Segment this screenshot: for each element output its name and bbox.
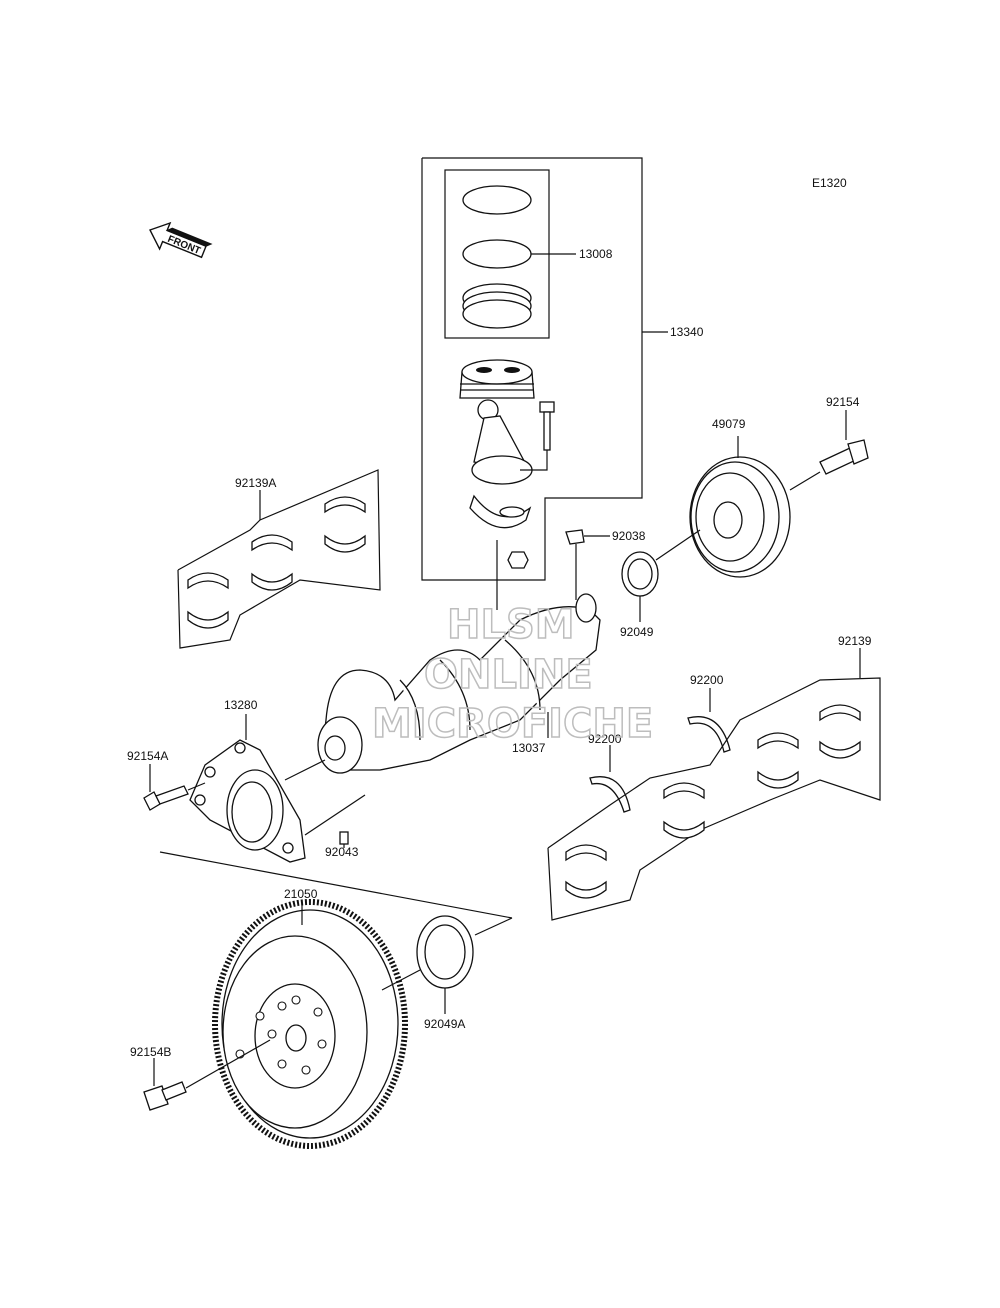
seal-housing bbox=[189, 739, 306, 863]
watermark: HLSM ONLINE MICROFICHE bbox=[371, 601, 654, 748]
callout-13037: 13037 bbox=[512, 741, 546, 755]
thrust-washer-lower bbox=[589, 776, 631, 813]
rod-bolt bbox=[520, 401, 555, 471]
callout-92038: 92038 bbox=[612, 529, 646, 543]
piston-rings bbox=[462, 185, 532, 329]
woodruff-key bbox=[565, 529, 585, 545]
rod-nut bbox=[507, 551, 529, 569]
piston-assembly-group: 13008 13340 bbox=[421, 157, 704, 610]
callout-92154: 92154 bbox=[826, 395, 860, 409]
callout-92049: 92049 bbox=[620, 625, 654, 639]
crankshaft bbox=[317, 593, 601, 774]
housing-bolt bbox=[143, 785, 189, 811]
thrust-washer-upper bbox=[687, 716, 731, 753]
diagram-code: E1320 bbox=[812, 176, 847, 190]
callout-13008: 13008 bbox=[579, 247, 613, 261]
callout-92154A: 92154A bbox=[127, 749, 168, 763]
watermark-line-1: HLSM bbox=[447, 602, 575, 648]
callout-13280: 13280 bbox=[224, 698, 258, 712]
callout-92200-lower: 92200 bbox=[588, 732, 622, 746]
watermark-line-3: MICROFICHE bbox=[372, 701, 653, 747]
callout-92139A: 92139A bbox=[235, 476, 276, 490]
pulley-bolt bbox=[819, 439, 869, 475]
callout-13340: 13340 bbox=[670, 325, 704, 339]
flywheel bbox=[212, 899, 408, 1149]
flywheel-bolt bbox=[143, 1081, 187, 1111]
callout-92154B: 92154B bbox=[130, 1045, 171, 1059]
piston bbox=[459, 359, 535, 399]
callout-49079: 49079 bbox=[712, 417, 746, 431]
callout-92049A: 92049A bbox=[424, 1017, 465, 1031]
callout-92043: 92043 bbox=[325, 845, 359, 859]
crank-pulley bbox=[689, 456, 791, 578]
connecting-rod bbox=[469, 399, 533, 529]
bearing-set-92139A: 92139A bbox=[177, 469, 381, 649]
oil-seal-92049 bbox=[621, 551, 659, 597]
callout-92200-upper: 92200 bbox=[690, 673, 724, 687]
bearing-set-92139: 92139 bbox=[547, 634, 881, 921]
oil-seal-92049A bbox=[416, 915, 474, 989]
callout-21050: 21050 bbox=[284, 887, 318, 901]
watermark-line-2: ONLINE bbox=[424, 652, 593, 698]
front-arrow-icon: FRONT bbox=[149, 221, 213, 259]
callout-92139: 92139 bbox=[838, 634, 872, 648]
dowel-pin bbox=[339, 831, 349, 845]
